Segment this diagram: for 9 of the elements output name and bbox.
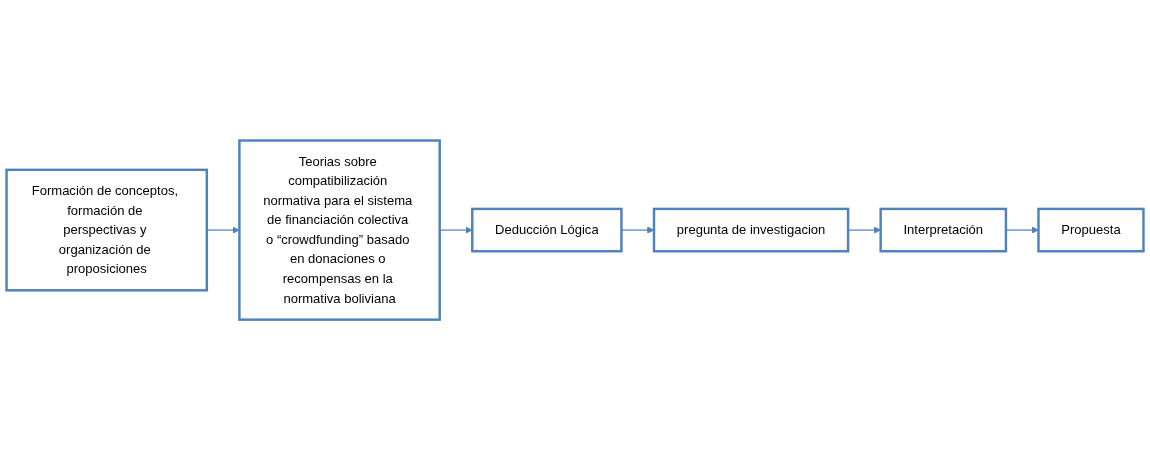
node-box: pregunta de investigacion xyxy=(652,207,850,253)
node-box: Deducción Lógica xyxy=(471,207,623,253)
node-box: Propuesta xyxy=(1037,207,1145,253)
arrow xyxy=(206,226,240,234)
node-box: Formación de conceptos, formación de perspectivas y organización de proposiciones xyxy=(5,168,209,292)
node-box: Teorias sobre compatibilización normativa para el sistema de financiación colectiva o “crowdfunding” basado en donaciones o recompensas en la normativa boliviana xyxy=(238,139,441,321)
arrow xyxy=(439,226,473,234)
arrow xyxy=(1005,226,1039,234)
node-box: Interpretación xyxy=(879,207,1008,253)
